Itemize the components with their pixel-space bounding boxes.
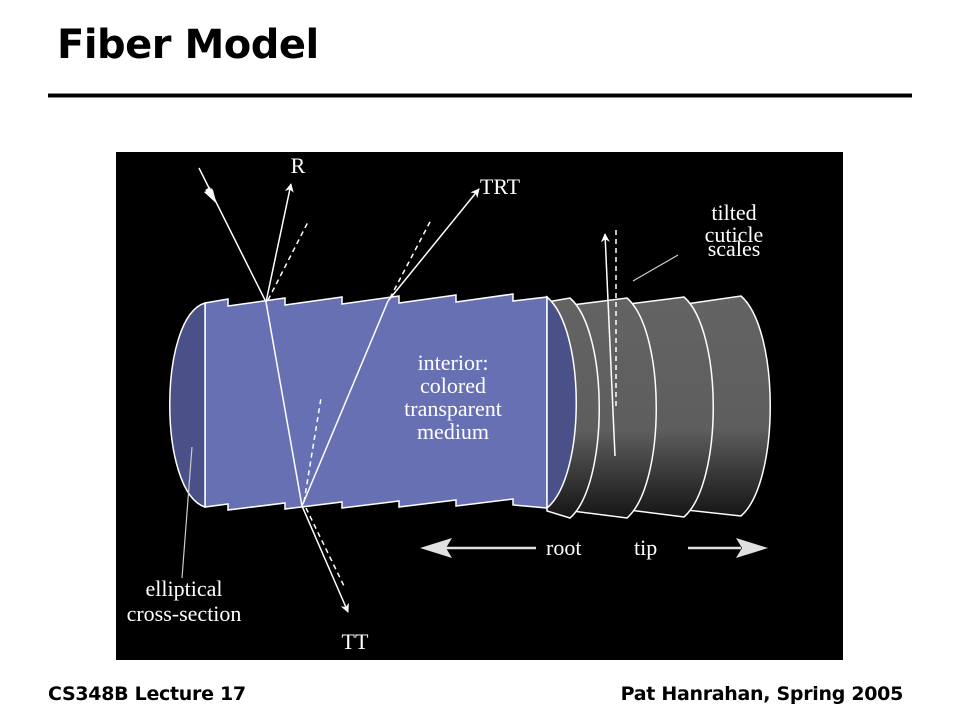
footer-author: Pat Hanrahan, Spring 2005 bbox=[620, 683, 904, 705]
interior-right-cap bbox=[546, 295, 577, 510]
r-normal-dashed bbox=[267, 219, 310, 301]
trt-ray bbox=[387, 188, 480, 302]
r-ray bbox=[265, 183, 294, 303]
interior-label-line-1: interior: bbox=[418, 350, 489, 375]
label-cross-section: elliptical cross-section bbox=[127, 576, 242, 626]
label-tip: tip bbox=[634, 535, 657, 560]
footer-course: CS348B Lecture 17 bbox=[48, 683, 246, 705]
cuticle-label-line-3: scales bbox=[708, 236, 761, 261]
tip-arrow-icon bbox=[688, 538, 768, 558]
label-tt: TT bbox=[342, 629, 369, 654]
internal-ray-down bbox=[265, 301, 303, 507]
tt-dashed bbox=[305, 507, 345, 587]
incident-arrowhead-icon bbox=[204, 188, 217, 204]
label-root: root bbox=[546, 535, 581, 560]
interior-label-line-2: colored bbox=[420, 373, 486, 398]
internal-ray-up bbox=[301, 300, 389, 507]
label-trt: TRT bbox=[480, 174, 521, 199]
cuticle-scales bbox=[546, 295, 771, 519]
elliptical-cross-section bbox=[169, 301, 206, 509]
cross-section-label-line-2: cross-section bbox=[127, 601, 242, 626]
cuticle-label-line-1: tilted bbox=[711, 200, 756, 225]
title-divider bbox=[48, 94, 912, 97]
root-arrow-icon bbox=[420, 538, 536, 558]
label-cuticle-scales: tilted cuticle scales bbox=[705, 200, 764, 261]
cuticle-leader-line bbox=[632, 254, 679, 282]
cuticle-ray bbox=[600, 233, 616, 457]
interior-label-line-4: medium bbox=[417, 419, 489, 444]
label-r: R bbox=[291, 153, 306, 178]
cuticle-label-line-2: cuticle bbox=[705, 222, 764, 247]
interior-label-line-3: transparent bbox=[404, 396, 502, 421]
label-interior: interior: colored transparent medium bbox=[404, 350, 502, 444]
fiber-model-diagram: R TRT TT tilted cuticle scales interior:… bbox=[116, 152, 843, 660]
cross-section-leader-line bbox=[181, 446, 193, 579]
trt-normal-dashed bbox=[389, 219, 432, 299]
tt-ray bbox=[301, 505, 349, 613]
cross-section-label-line-1: elliptical bbox=[146, 576, 223, 601]
slide-title: Fiber Model bbox=[57, 22, 319, 68]
